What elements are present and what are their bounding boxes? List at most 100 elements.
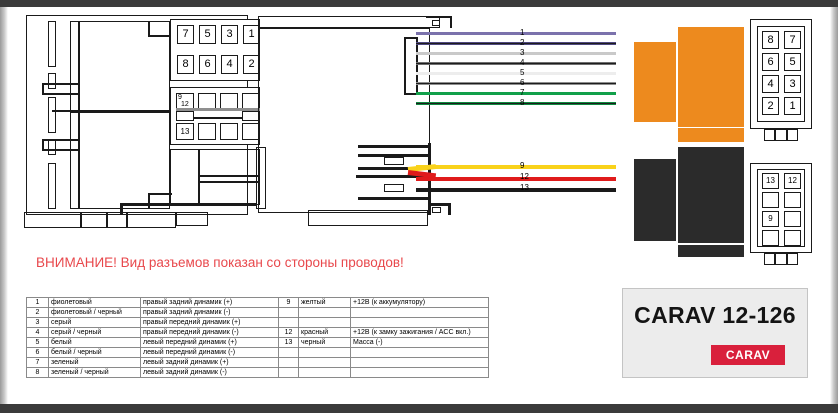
left-pin-blank-g: [220, 123, 238, 140]
left-pin-2: 2: [243, 55, 260, 74]
cell-wire-color: желтый: [298, 297, 351, 308]
left-pin-blank-e: [242, 111, 260, 121]
wire-7-number: 7: [520, 88, 525, 97]
cell-pin-number: [278, 357, 299, 368]
wire-2: [416, 42, 616, 45]
right-pin-3: 3: [784, 75, 801, 93]
cell-wire-color: белый: [48, 337, 141, 348]
cell-pin-number: [278, 367, 299, 378]
right-bottom-pin-blank-d: [762, 230, 779, 246]
cell-wire-color: [298, 317, 351, 328]
cell-wire-color: [298, 367, 351, 378]
left-pin-3: 3: [221, 25, 238, 44]
wire-7: [416, 92, 616, 95]
cell-pin-number: 4: [26, 327, 49, 338]
cell-function: Масса (-): [350, 337, 489, 348]
wire-1: [416, 32, 616, 35]
orange-block-tail: [678, 128, 744, 142]
cell-wire-color: [298, 347, 351, 358]
cell-function: правый передний динамик (-): [140, 327, 279, 338]
table-row: [278, 367, 489, 378]
right-pin-2: 2: [762, 97, 779, 115]
left-pin-blank-f: [198, 123, 216, 140]
table-row: [278, 317, 489, 328]
wire-2-number: 2: [520, 38, 525, 47]
left-pin-4: 4: [221, 55, 238, 74]
cell-function: +12В (к аккумулятору): [350, 297, 489, 308]
cell-pin-number: 13: [278, 337, 299, 348]
left-pin-7: 7: [177, 25, 194, 44]
wire-8-number: 8: [520, 98, 525, 107]
cell-pin-number: 1: [26, 297, 49, 308]
orange-block-small: [634, 42, 676, 122]
cell-wire-color: белый / черный: [48, 347, 141, 358]
dark-block-tail: [678, 245, 744, 257]
orange-block-large: [678, 27, 744, 127]
table-row: [278, 307, 489, 318]
cell-wire-color: красный: [298, 327, 351, 338]
cell-function: левый передний динамик (+): [140, 337, 279, 348]
wire-6-number: 6: [520, 78, 525, 87]
left-pin-6: 6: [199, 55, 216, 74]
left-pin-13: 13: [176, 123, 194, 140]
wire-6: [416, 82, 616, 85]
left-pin-8: 8: [177, 55, 194, 74]
cell-function: [350, 317, 489, 328]
right-pin-6: 6: [762, 53, 779, 71]
cell-wire-color: серый / черный: [48, 327, 141, 338]
wire-9: [416, 165, 616, 169]
cell-function: левый задний динамик (+): [140, 357, 279, 368]
frame-inner-top: [8, 7, 830, 10]
right-pin-5: 5: [784, 53, 801, 71]
cell-function: левый передний динамик (-): [140, 347, 279, 358]
left-pin-blank-h: [242, 123, 260, 140]
product-logo-panel: CARAV 12-126 CARAV: [622, 288, 808, 378]
cell-pin-number: [278, 307, 299, 318]
cell-wire-color: [298, 357, 351, 368]
wire-4-number: 4: [520, 58, 525, 67]
cell-pin-number: 2: [26, 307, 49, 318]
frame-edge-bottom: [0, 404, 838, 413]
wire-4: [416, 62, 616, 65]
cell-pin-number: 6: [26, 347, 49, 358]
connector-diagram: 7 5 3 1 8 6 4 2 9 12 13: [8, 7, 830, 265]
wire-13: [416, 188, 616, 192]
cell-wire-color: фиолетовый / черный: [48, 307, 141, 318]
right-bottom-pin-blank-e: [784, 230, 801, 246]
cell-wire-color: черный: [298, 337, 351, 348]
left-pin-1: 1: [243, 25, 260, 44]
cell-wire-color: зеленый: [48, 357, 141, 368]
dark-block-small: [634, 159, 676, 241]
right-bottom-pin-blank-c: [784, 211, 801, 227]
frame-edge-top: [0, 0, 838, 7]
cell-pin-number: [278, 317, 299, 328]
right-pin-1: 1: [784, 97, 801, 115]
cell-pin-number: [278, 347, 299, 358]
cell-function: [350, 367, 489, 378]
wire-5-number: 5: [520, 68, 525, 77]
right-bottom-pin-blank-a: [762, 192, 779, 208]
cell-function: правый задний динамик (+): [140, 297, 279, 308]
wire-12-number: 12: [520, 172, 529, 181]
wire-8: [416, 102, 616, 105]
left-pin-blank-b: [220, 93, 238, 109]
wire-5: [416, 72, 616, 75]
right-bottom-pin-12: 12: [784, 173, 801, 189]
wire-3-number: 3: [520, 48, 525, 57]
cell-function: [350, 347, 489, 358]
cell-pin-number: 5: [26, 337, 49, 348]
cell-function: [350, 307, 489, 318]
brand-badge: CARAV: [711, 345, 785, 365]
wire-9-number: 9: [520, 161, 525, 170]
